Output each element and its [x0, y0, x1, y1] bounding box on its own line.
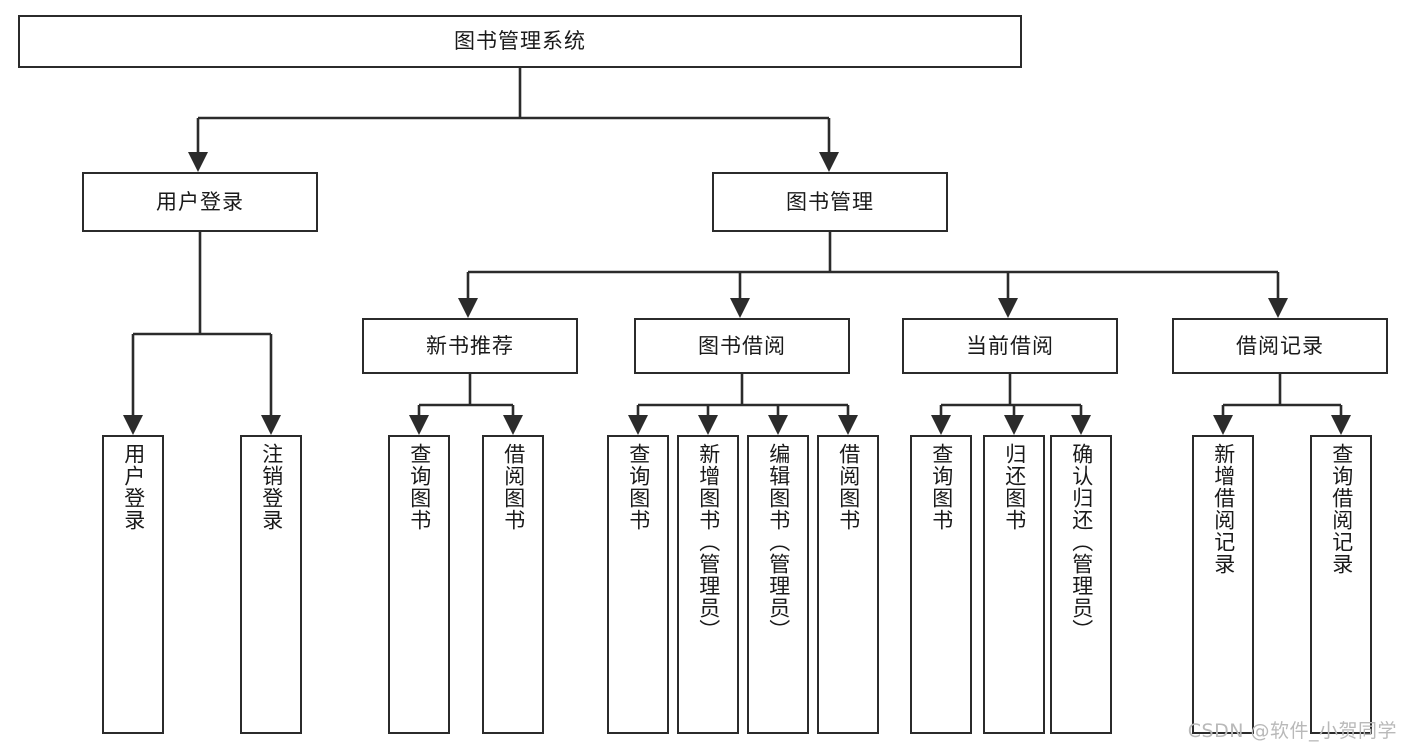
- arrowhead-level2: [188, 152, 839, 172]
- node-label: 确认归还（管理员）: [1069, 443, 1094, 641]
- node-label: 借阅图书: [836, 443, 861, 531]
- node-leaf-query-book-current[interactable]: 查询图书: [910, 435, 972, 734]
- node-label: 新增图书（管理员）: [696, 443, 721, 641]
- node-label: 图书借阅: [698, 333, 786, 358]
- arrowhead-userlogin-leaves: [123, 415, 281, 435]
- node-book-borrow[interactable]: 图书借阅: [634, 318, 850, 374]
- node-label: 查询图书: [929, 443, 954, 531]
- node-label: 查询图书: [407, 443, 432, 531]
- edge-borrowrecord-to-leaves: [1221, 374, 1343, 421]
- edge-bookmanage-to-level3: [466, 232, 1280, 304]
- node-leaf-borrow-book[interactable]: 借阅图书: [817, 435, 879, 734]
- node-label: 查询借阅记录: [1329, 443, 1354, 575]
- node-label: 查询图书: [626, 443, 651, 531]
- edge-currentborrow-to-leaves: [939, 374, 1083, 421]
- node-label: 当前借阅: [966, 333, 1054, 358]
- edge-newbookrec-to-leaves: [417, 374, 515, 421]
- node-label: 编辑图书（管理员）: [766, 443, 791, 641]
- node-label: 借阅图书: [501, 443, 526, 531]
- node-leaf-add-book-admin[interactable]: 新增图书（管理员）: [677, 435, 739, 734]
- edge-bookborrow-to-leaves: [636, 374, 850, 421]
- node-label: 借阅记录: [1236, 333, 1324, 358]
- node-leaf-add-borrow-record[interactable]: 新增借阅记录: [1192, 435, 1254, 734]
- node-user-login[interactable]: 用户登录: [82, 172, 318, 232]
- node-leaf-confirm-return-admin[interactable]: 确认归还（管理员）: [1050, 435, 1112, 734]
- node-label: 归还图书: [1002, 443, 1027, 531]
- node-current-borrow[interactable]: 当前借阅: [902, 318, 1118, 374]
- node-label: 用户登录: [156, 189, 244, 214]
- node-leaf-user-logout[interactable]: 注销登录: [240, 435, 302, 734]
- node-leaf-return-book[interactable]: 归还图书: [983, 435, 1045, 734]
- arrowhead-currentborrow-leaves: [931, 415, 1091, 435]
- arrowhead-newbookrec-leaves: [409, 415, 523, 435]
- node-book-manage[interactable]: 图书管理: [712, 172, 948, 232]
- node-leaf-query-book-recommendation[interactable]: 查询图书: [388, 435, 450, 734]
- node-leaf-query-book-borrow[interactable]: 查询图书: [607, 435, 669, 734]
- node-label: 注销登录: [259, 443, 284, 531]
- edge-root-to-level2: [196, 68, 831, 158]
- node-leaf-edit-book-admin[interactable]: 编辑图书（管理员）: [747, 435, 809, 734]
- node-label: 新书推荐: [426, 333, 514, 358]
- node-leaf-borrow-book-recommendation[interactable]: 借阅图书: [482, 435, 544, 734]
- arrowhead-bookborrow-leaves: [628, 415, 858, 435]
- arrowhead-level3: [458, 298, 1288, 318]
- node-label: 图书管理: [786, 189, 874, 214]
- node-leaf-user-login[interactable]: 用户登录: [102, 435, 164, 734]
- edge-userlogin-to-leaves: [131, 232, 273, 421]
- node-label: 图书管理系统: [454, 29, 586, 53]
- node-new-book-recommendation[interactable]: 新书推荐: [362, 318, 578, 374]
- arrowhead-borrowrecord-leaves: [1213, 415, 1351, 435]
- node-leaf-query-borrow-record[interactable]: 查询借阅记录: [1310, 435, 1372, 734]
- node-root-book-management-system[interactable]: 图书管理系统: [18, 15, 1022, 68]
- node-label: 新增借阅记录: [1211, 443, 1236, 575]
- node-label: 用户登录: [121, 443, 146, 531]
- node-borrow-record[interactable]: 借阅记录: [1172, 318, 1388, 374]
